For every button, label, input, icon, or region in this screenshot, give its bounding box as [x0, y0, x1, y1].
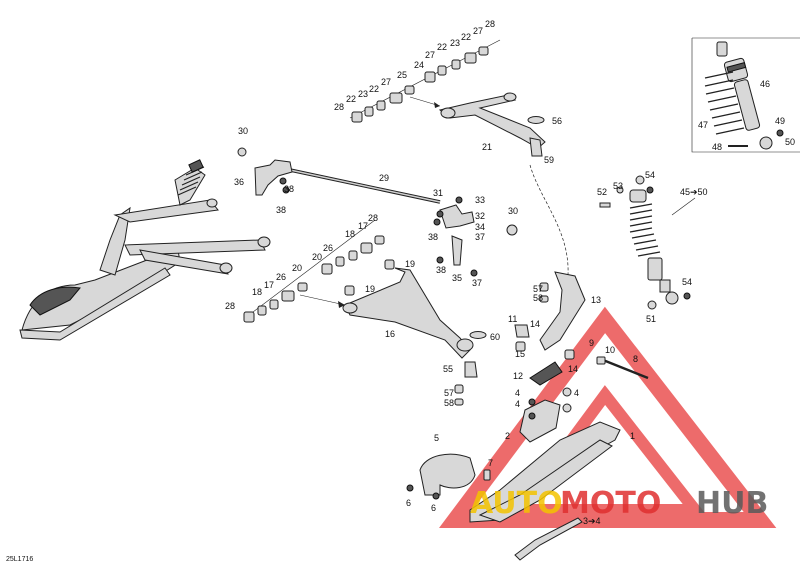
label-22a: 22	[346, 94, 356, 104]
watermark-moto: MOTO	[560, 486, 661, 521]
label-37b: 37	[472, 278, 482, 288]
label-19b: 19	[365, 284, 375, 294]
shock-inset	[691, 37, 800, 153]
label-26a: 26	[323, 243, 333, 253]
label-9: 9	[589, 338, 594, 348]
label-15: 15	[515, 349, 525, 359]
label-36: 36	[234, 177, 244, 187]
label-17a: 17	[358, 221, 368, 231]
label-27b: 27	[425, 50, 435, 60]
label-18a: 18	[345, 229, 355, 239]
label-6a: 6	[406, 498, 411, 508]
label-10: 10	[605, 345, 615, 355]
assembled-suspension-view	[19, 159, 271, 341]
label-8: 8	[633, 354, 638, 364]
label-38d: 38	[436, 265, 446, 275]
ski-handle	[406, 453, 491, 500]
label-23a: 23	[358, 89, 368, 99]
label-25: 25	[397, 70, 407, 80]
label-12: 12	[513, 371, 523, 381]
watermark-text: AUTO MOTO HUB	[470, 486, 768, 521]
label-18b: 18	[252, 287, 262, 297]
label-7: 7	[488, 458, 493, 468]
label-54a: 54	[645, 170, 655, 180]
label-30b: 30	[508, 206, 518, 216]
label-14a: 14	[530, 319, 540, 329]
label-52: 52	[597, 187, 607, 197]
upper-bushing-row	[349, 39, 501, 123]
label-28b: 28	[485, 19, 495, 29]
label-33: 33	[475, 195, 485, 205]
label-31: 31	[433, 188, 443, 198]
label-55: 55	[443, 364, 453, 374]
label-46: 46	[760, 79, 770, 89]
label-57b: 57	[444, 388, 454, 398]
label-5: 5	[434, 433, 439, 443]
label-50: 50	[785, 137, 795, 147]
label-24: 24	[414, 60, 424, 70]
label-22d: 22	[461, 32, 471, 42]
upper-a-arm	[438, 92, 546, 157]
label-47: 47	[698, 120, 708, 130]
label-11: 11	[508, 314, 517, 324]
label-6b: 6	[431, 503, 436, 513]
label-27c: 27	[473, 26, 483, 36]
label-4c: 4	[515, 399, 520, 409]
label-60: 60	[490, 332, 500, 342]
label-29: 29	[379, 173, 389, 183]
label-19a: 19	[405, 259, 415, 269]
label-4a: 4	[515, 388, 520, 398]
label-28d: 28	[225, 301, 235, 311]
label-20b: 20	[292, 263, 302, 273]
watermark-hub: HUB	[696, 486, 768, 521]
label-49: 49	[775, 116, 785, 126]
ski	[469, 387, 621, 561]
label-57a: 57	[533, 284, 543, 294]
label-53: 53	[613, 181, 623, 191]
label-32: 32	[475, 211, 485, 221]
label-20a: 20	[312, 252, 322, 262]
label-14b: 14	[568, 364, 578, 374]
shock-absorber	[599, 175, 696, 310]
label-22c: 22	[437, 42, 447, 52]
label-51: 51	[646, 314, 656, 324]
watermark-auto: AUTO	[470, 486, 563, 521]
label-21: 21	[482, 142, 492, 152]
label-27a: 27	[381, 77, 391, 87]
label-38c: 38	[428, 232, 438, 242]
lower-a-arm	[243, 219, 487, 378]
label-37a: 37	[475, 232, 485, 242]
label-59: 59	[544, 155, 554, 165]
label-45: 45➔50	[680, 187, 708, 197]
label-23b: 23	[450, 38, 460, 48]
label-13: 13	[591, 295, 601, 305]
label-58b: 58	[444, 398, 454, 408]
label-17b: 17	[264, 280, 274, 290]
label-28c: 28	[368, 213, 378, 223]
label-48: 48	[712, 142, 722, 152]
callout-labels: 28 27 22 23 22 27 24 25 27 22 23 22 28 5…	[225, 19, 795, 526]
spindle	[454, 164, 649, 406]
label-28a: 28	[334, 102, 344, 112]
label-58a: 58	[533, 293, 543, 303]
label-34: 34	[475, 222, 485, 232]
diagram-code: 25L1716	[6, 556, 33, 563]
label-54b: 54	[682, 277, 692, 287]
label-3: 3➔4	[583, 516, 601, 526]
label-22b: 22	[369, 84, 379, 94]
label-35: 35	[452, 273, 462, 283]
label-2: 2	[505, 431, 510, 441]
stabilizer-bar	[237, 147, 518, 277]
label-1: 1	[630, 431, 635, 441]
label-16: 16	[385, 329, 395, 339]
label-30a: 30	[238, 126, 248, 136]
label-38a: 38	[284, 184, 294, 194]
label-4b: 4	[574, 388, 579, 398]
label-56: 56	[552, 116, 562, 126]
label-38b: 38	[276, 205, 286, 215]
label-26b: 26	[276, 272, 286, 282]
